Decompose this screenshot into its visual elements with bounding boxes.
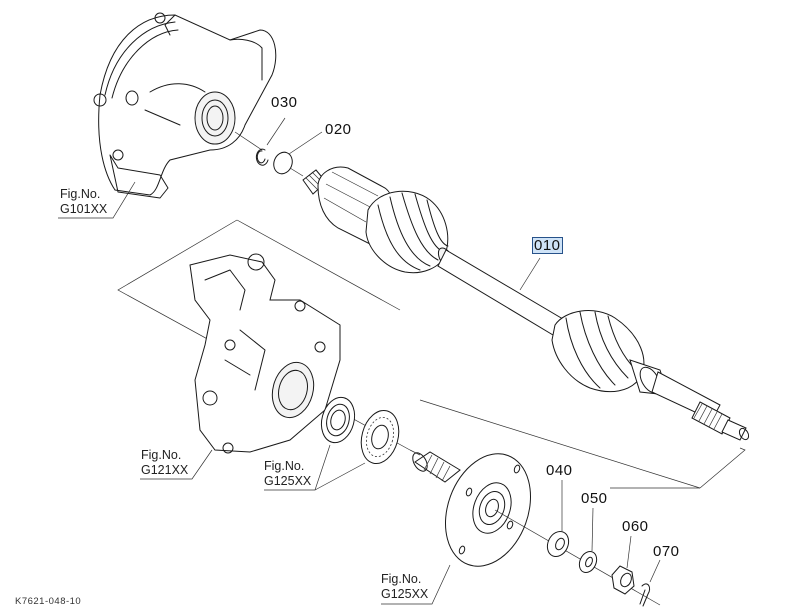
figure-ref-g101xx[interactable]: Fig.No. G101XX xyxy=(60,187,107,217)
figure-ref-label: Fig.No. xyxy=(60,187,101,201)
figure-ref-label: Fig.No. xyxy=(381,572,422,586)
bearing-inner[interactable] xyxy=(317,394,360,447)
differential-housing[interactable] xyxy=(93,12,277,199)
part-070-cotter-pin[interactable] xyxy=(639,559,661,607)
callout-010-selected[interactable]: 010 xyxy=(532,237,563,254)
figure-ref-number: G125XX xyxy=(381,587,429,601)
callout-030[interactable]: 030 xyxy=(271,94,298,111)
wheel-hub[interactable] xyxy=(410,442,546,578)
figure-ref-number: G101XX xyxy=(60,202,108,216)
part-050-spring-washer[interactable] xyxy=(576,507,600,575)
part-040-washer[interactable] xyxy=(543,480,572,560)
part-060-nut[interactable] xyxy=(611,535,635,595)
figure-ref-g125xx-bearings[interactable]: Fig.No. G125XX xyxy=(264,459,311,489)
bearing-outer[interactable] xyxy=(356,406,405,467)
figure-ref-label: Fig.No. xyxy=(141,448,182,462)
assembly-axis xyxy=(494,509,661,606)
callout-020[interactable]: 020 xyxy=(325,121,352,138)
callout-050[interactable]: 050 xyxy=(581,490,608,507)
callout-040[interactable]: 040 xyxy=(546,462,573,479)
figure-ref-number: G121XX xyxy=(141,463,189,477)
figure-ref-label: Fig.No. xyxy=(264,459,305,473)
callout-060[interactable]: 060 xyxy=(622,518,649,535)
figure-ref-g125xx-hub[interactable]: Fig.No. G125XX xyxy=(381,572,428,602)
steering-knuckle[interactable] xyxy=(189,253,341,454)
drawing-number: K7621-048-10 xyxy=(15,596,82,607)
part-010-drive-shaft[interactable] xyxy=(302,166,750,441)
callout-070[interactable]: 070 xyxy=(653,543,680,560)
figure-ref-g121xx[interactable]: Fig.No. G121XX xyxy=(141,448,188,478)
part-030-snap-ring[interactable] xyxy=(255,117,286,166)
figure-ref-number: G125XX xyxy=(264,474,312,488)
figure-ref-leaders xyxy=(58,181,451,605)
part-020-o-ring[interactable] xyxy=(271,131,323,177)
